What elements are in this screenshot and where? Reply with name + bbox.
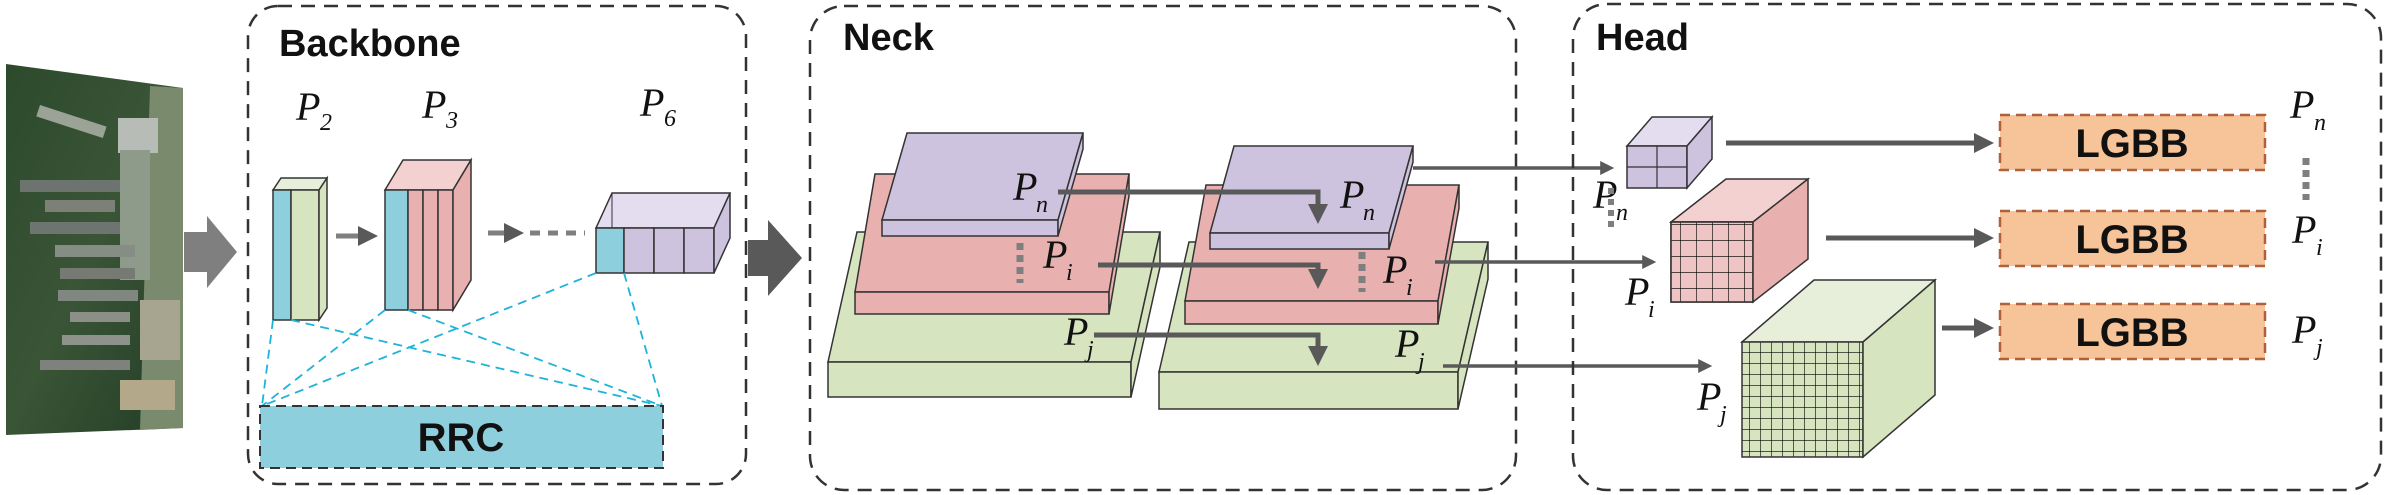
neck-left-pi-label: P <box>1042 232 1067 277</box>
lgbb-box-j: LGBB <box>1998 302 2267 361</box>
backbone-p2-layer <box>271 175 329 323</box>
backbone-p3-layer <box>383 157 473 313</box>
head-title: Head <box>1596 17 1689 59</box>
head-frame <box>1571 2 2383 492</box>
output-pi-sub: i <box>2316 235 2323 261</box>
neck-right-pj-label: P <box>1394 321 1419 366</box>
neck-right-pj-sub: j <box>1415 349 1425 375</box>
label-p3-sub: 3 <box>445 108 458 134</box>
output-pn-label: P <box>2289 82 2314 127</box>
output-pn-sub: n <box>2314 110 2326 136</box>
neck-left-pj-sub: j <box>1084 337 1094 363</box>
label-p2: P <box>295 84 320 129</box>
output-pi-label: P <box>2291 207 2316 252</box>
input-arrow <box>184 216 237 288</box>
rrc-label: RRC <box>418 416 505 460</box>
head-pi-sub: i <box>1648 297 1655 323</box>
backbone-title: Backbone <box>279 23 461 65</box>
output-pj-label: P <box>2291 307 2316 352</box>
neck-frame <box>808 4 1518 492</box>
head-pn-sub: n <box>1616 200 1628 226</box>
head-pj-sub: j <box>1717 402 1727 428</box>
lgbb-label-j: LGBB <box>2075 311 2188 355</box>
head-pj-cube <box>1739 278 1938 459</box>
lgbb-box-n: LGBB <box>1998 113 2267 172</box>
head-pj-label: P <box>1696 374 1721 419</box>
backbone-p6-layer <box>594 192 732 274</box>
neck-left-pn-layer <box>881 132 1084 237</box>
neck-fusion-arrows <box>1058 189 1328 366</box>
neck-left-pj-label: P <box>1063 309 1088 354</box>
neck-right-pn-layer <box>1209 145 1414 250</box>
neck-right-pi-label: P <box>1382 247 1407 292</box>
head-pi-label: P <box>1624 269 1649 314</box>
neck-right-pi-sub: i <box>1406 275 1413 301</box>
label-p6: P <box>639 80 664 125</box>
input-satellite-image <box>6 64 183 435</box>
lgbb-label-n: LGBB <box>2075 122 2188 166</box>
rrc-box <box>259 405 664 469</box>
neck-right-pn-sub: n <box>1363 200 1375 226</box>
head-lgbb-arrows <box>1726 133 1994 338</box>
output-pj-sub: j <box>2313 335 2323 361</box>
head-pn-cube <box>1625 114 1714 191</box>
label-p3: P <box>421 82 446 127</box>
neck-right-pn-label: P <box>1339 172 1364 217</box>
head-pi-cube <box>1668 177 1811 304</box>
lgbb-label-i: LGBB <box>2075 218 2188 262</box>
head-pn-label: P <box>1592 172 1617 217</box>
label-p2-sub: 2 <box>320 110 332 136</box>
label-p6-sub: 6 <box>664 106 676 132</box>
neck-head-arrows <box>1413 161 1713 373</box>
backbone-frame <box>246 4 748 486</box>
neck-left-pn-label: P <box>1012 164 1037 209</box>
neck-left-pi-sub: i <box>1066 260 1073 286</box>
neck-left-pn-sub: n <box>1036 192 1048 218</box>
lgbb-box-i: LGBB <box>1998 209 2267 268</box>
neck-title: Neck <box>843 17 935 59</box>
backbone-neck-arrow <box>748 220 802 296</box>
rrc-projection-lines <box>261 272 663 407</box>
